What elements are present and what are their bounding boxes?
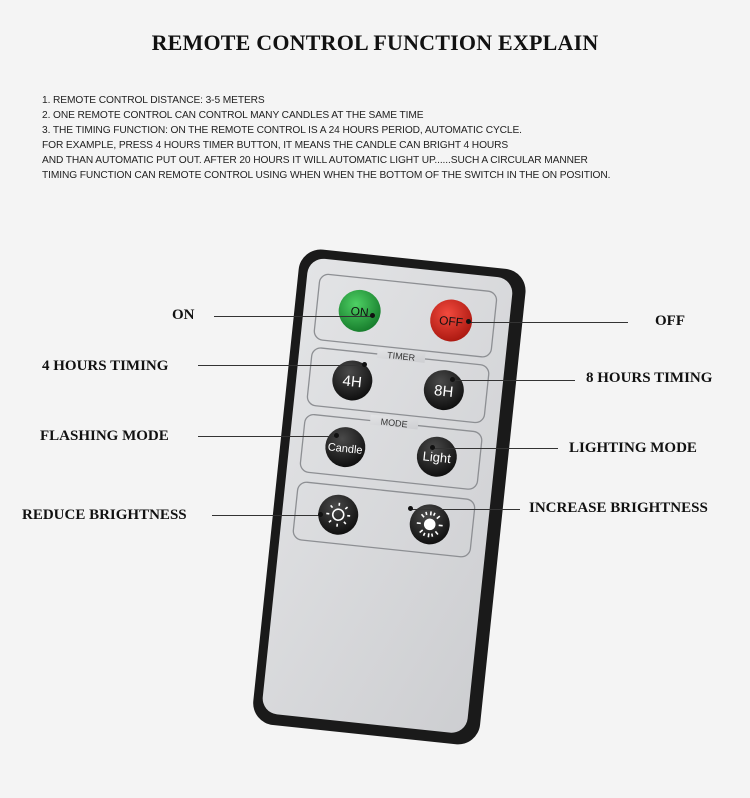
label-increase-brightness: INCREASE BRIGHTNESS — [529, 500, 708, 516]
reduce-brightness-button[interactable] — [316, 493, 360, 537]
pointer-dot — [318, 512, 323, 517]
light-mode-button[interactable] — [415, 435, 459, 479]
leader-off — [468, 322, 628, 323]
label-lighting-mode: LIGHTING MODE — [569, 440, 697, 456]
description-block: 1. REMOTE CONTROL DISTANCE: 3-5 METERS 2… — [42, 93, 722, 183]
description-line: TIMING FUNCTION CAN REMOTE CONTROL USING… — [42, 170, 611, 181]
leader-4h — [198, 365, 364, 366]
svg-text:8H: 8H — [433, 382, 454, 401]
leader-increase — [410, 509, 520, 510]
label-flashing-mode: FLASHING MODE — [40, 428, 169, 444]
pointer-dot — [430, 445, 435, 450]
pointer-dot — [450, 377, 455, 382]
pointer-dot — [370, 313, 375, 318]
label-off: OFF — [655, 313, 685, 329]
sun-bright-icon — [416, 511, 443, 538]
off-button[interactable] — [428, 297, 474, 343]
mode-group-label: MODE — [380, 417, 408, 430]
pointer-dot — [408, 506, 413, 511]
label-4h-timing: 4 HOURS TIMING — [42, 358, 169, 374]
label-8h-timing: 8 HOURS TIMING — [586, 370, 713, 386]
pointer-dot — [362, 362, 367, 367]
timer-group-label: TIMER — [387, 350, 416, 363]
description-line: 1. REMOTE CONTROL DISTANCE: 3-5 METERS — [42, 95, 265, 106]
svg-text:Light: Light — [422, 448, 452, 466]
label-reduce-brightness: REDUCE BRIGHTNESS — [22, 507, 187, 523]
svg-text:4H: 4H — [342, 372, 363, 391]
label-on: ON — [172, 307, 195, 323]
leader-reduce — [212, 515, 320, 516]
pointer-dot — [466, 319, 471, 324]
svg-text:OFF: OFF — [438, 313, 463, 329]
description-line: 2. ONE REMOTE CONTROL CAN CONTROL MANY C… — [42, 110, 424, 121]
leader-on — [214, 316, 372, 317]
page-title: REMOTE CONTROL FUNCTION EXPLAIN — [151, 30, 599, 55]
svg-text:ON: ON — [350, 304, 369, 320]
description-line: AND THAN AUTOMATIC PUT OUT. AFTER 20 HOU… — [42, 155, 588, 166]
leader-8h — [452, 380, 575, 381]
leader-lighting — [432, 448, 558, 449]
leader-flashing — [198, 436, 336, 437]
svg-text:Candle: Candle — [327, 441, 363, 457]
pointer-dot — [334, 433, 339, 438]
on-button[interactable] — [337, 288, 383, 334]
sun-outline-icon — [326, 502, 351, 527]
power-panel — [313, 273, 498, 358]
brightness-panel — [292, 481, 476, 558]
description-line: FOR EXAMPLE, PRESS 4 HOURS TIMER BUTTON,… — [42, 140, 509, 151]
timer-4h-button[interactable] — [330, 358, 374, 402]
description-line: 3. THE TIMING FUNCTION: ON THE REMOTE CO… — [42, 125, 522, 136]
